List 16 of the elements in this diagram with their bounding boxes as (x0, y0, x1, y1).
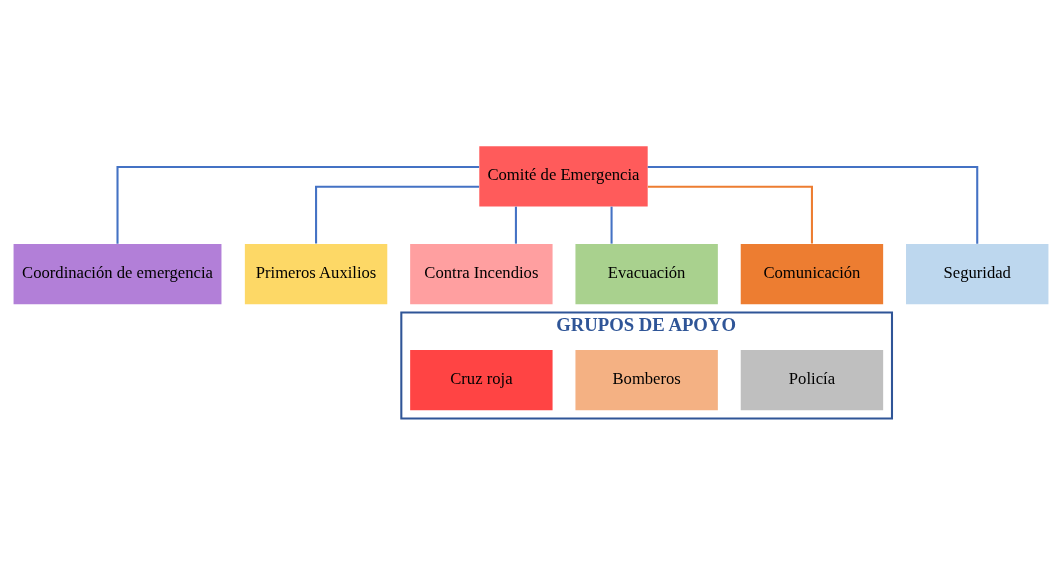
connector (647, 165, 979, 244)
node-box: Policía (740, 349, 884, 410)
node-box: Primeros Auxilios (244, 243, 388, 304)
node-box: Contra Incendios (410, 243, 553, 304)
node-box: Evacuación (575, 243, 718, 304)
connector (514, 206, 517, 244)
connector (610, 206, 613, 244)
node-box: Comunicación (740, 243, 884, 304)
node-box: Bomberos (575, 349, 718, 410)
connector (116, 165, 480, 244)
node-box: Seguridad (906, 243, 1049, 304)
connector (315, 185, 480, 243)
node-box: Comité de Emergencia (479, 145, 648, 206)
node-box: Coordinación de emergencia (13, 243, 222, 304)
connector (647, 185, 813, 243)
node-box: Cruz roja (410, 349, 553, 410)
